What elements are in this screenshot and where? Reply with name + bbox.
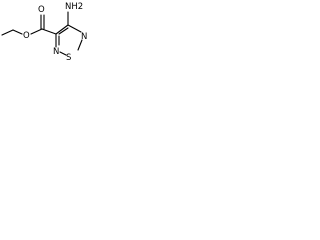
atom-amine-label: NH2 bbox=[65, 2, 83, 12]
bond-carbonyl-c-ring-c4 bbox=[41, 28, 57, 35]
bond-ring-s1-n5 bbox=[59, 51, 67, 56]
bond-ring-c4-c3 bbox=[55, 24, 69, 35]
bond-ring-n2-s1 bbox=[77, 39, 83, 51]
bond-ring-c3-n2 bbox=[67, 24, 82, 33]
bond-ester-o-carbonyl-c bbox=[30, 28, 43, 35]
chemical-structure-diagram: O O NH2 N S N bbox=[1, 2, 87, 63]
atom-amine-text: NH2 bbox=[65, 2, 83, 12]
bond-ethyl-ch2-o bbox=[12, 29, 23, 35]
bond-ethyl-ch3-ch2 bbox=[1, 29, 14, 36]
atom-ring-sulfur-label: S bbox=[66, 53, 71, 63]
atom-ring-nitrogen-top-label: N bbox=[81, 32, 87, 42]
atom-carbonyl-oxygen-label: O bbox=[38, 5, 45, 15]
atom-ring-nitrogen-bottom-label: N bbox=[53, 47, 59, 57]
bond-ring-c4-c3-inner bbox=[58, 27, 69, 35]
atom-ester-oxygen-label: O bbox=[23, 31, 30, 41]
